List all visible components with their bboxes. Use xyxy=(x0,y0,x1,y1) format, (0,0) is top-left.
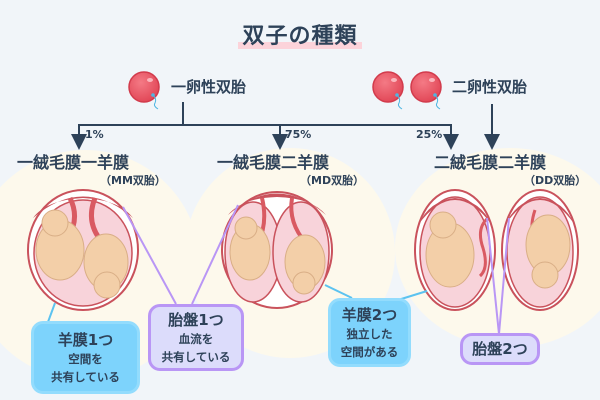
dd-type-title: 二絨毛膜二羊膜 xyxy=(434,153,547,172)
callout-line: 血流を xyxy=(178,331,214,346)
amnion-two-callout: 羊膜2つ 独立した 空間がある xyxy=(328,298,411,367)
callout-heading: 羊膜2つ xyxy=(341,305,398,324)
egg-icon-di-2 xyxy=(410,71,442,110)
md-type-sub: （MD双胎） xyxy=(300,174,365,187)
mm-twins-illustration xyxy=(27,189,139,311)
dd-twins-illustration xyxy=(414,189,579,311)
callout-line: 空間がある xyxy=(340,344,399,359)
tree-connectors xyxy=(71,102,500,150)
mm-percent: 1% xyxy=(85,128,104,141)
callout-line: 共有している xyxy=(51,369,120,384)
md-percent: 75% xyxy=(285,128,312,141)
callout-heading: 羊膜1つ xyxy=(57,330,114,349)
placenta-one-callout: 胎盤1つ 血流を 共有している xyxy=(148,304,244,371)
callout-line: 空間を xyxy=(68,351,103,366)
callout-line: 共有している xyxy=(161,349,231,364)
egg-icon-mono xyxy=(128,71,160,110)
dd-type-sub: （DD双胎） xyxy=(524,174,587,187)
mm-type-title: 一絨毛膜一羊膜 xyxy=(17,153,130,172)
dizygotic-label: 二卵性双胎 xyxy=(452,78,528,96)
egg-icon-di-1 xyxy=(372,71,404,110)
callout-line: 独立した xyxy=(346,326,393,341)
mm-type-sub: （MM双胎） xyxy=(100,174,166,187)
page-title: 双子の種類 xyxy=(0,18,600,50)
monozygotic-label: 一卵性双胎 xyxy=(171,78,247,96)
md-twins-illustration xyxy=(221,191,333,309)
amnion-one-callout: 羊膜1つ 空間を 共有している xyxy=(31,321,140,394)
md-type-title: 一絨毛膜二羊膜 xyxy=(217,153,330,172)
callout-heading: 胎盤1つ xyxy=(168,310,224,329)
dd-percent: 25% xyxy=(416,128,443,141)
placenta-two-callout: 胎盤2つ xyxy=(460,333,540,365)
callout-heading: 胎盤2つ xyxy=(472,340,528,358)
